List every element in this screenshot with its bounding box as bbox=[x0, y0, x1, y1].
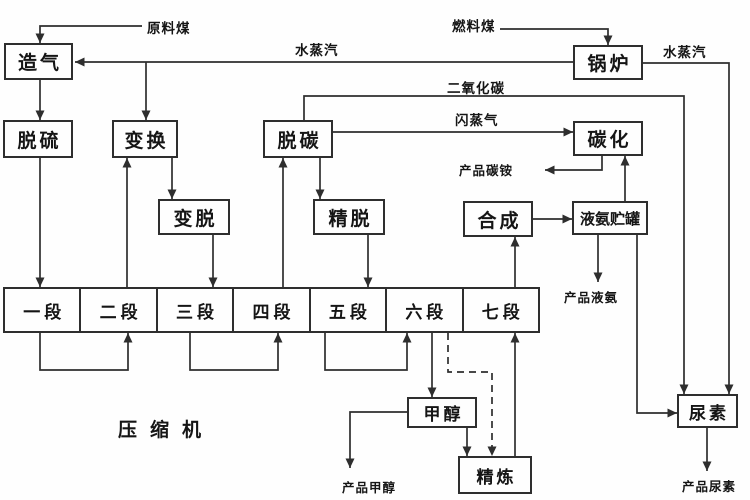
line-stage6-bypass-to-refining bbox=[447, 333, 497, 456]
line-carbonization-to-product-carb bbox=[545, 156, 603, 175]
stream-label-carbon-dioxide: 二氧化碳 bbox=[447, 81, 505, 97]
compressor-stages-row: 一段 二段 三段 四段 五段 六段 七段 bbox=[3, 287, 540, 333]
stream-label-product-urea: 产品尿素 bbox=[682, 479, 737, 494]
gasifier-box: 造气 bbox=[4, 43, 73, 80]
liquid-ammonia-tank-box: 液氨贮罐 bbox=[572, 201, 648, 235]
methanol-box: 甲醇 bbox=[407, 397, 477, 428]
stream-label-steam-left: 水蒸汽 bbox=[295, 43, 339, 59]
stream-label-product-methanol: 产品甲醇 bbox=[342, 480, 397, 495]
loop-stage3-to-stage4 bbox=[189, 333, 283, 371]
compressor-stage-3: 三段 bbox=[155, 289, 232, 331]
compressor-stage-7: 七段 bbox=[461, 289, 538, 331]
line-boiler-steam-to-urea bbox=[643, 62, 734, 394]
carbonization-box: 碳化 bbox=[573, 121, 643, 156]
synthesis-box: 合成 bbox=[463, 201, 533, 237]
compressor-stage-6: 六段 bbox=[385, 289, 461, 331]
compressor-stage-2: 二段 bbox=[79, 289, 155, 331]
shift-gas-desulfurization-box: 变脱 bbox=[158, 199, 230, 235]
decarbonization-box: 脱碳 bbox=[263, 120, 333, 158]
compressor-stage-5: 五段 bbox=[308, 289, 385, 331]
line-fuel-coal-to-boiler bbox=[500, 28, 613, 45]
loop-stage1-to-stage2 bbox=[39, 333, 133, 371]
stream-label-fuel-coal: 燃料煤 bbox=[452, 19, 496, 35]
stream-label-product-ammonium-bicarbonate: 产品碳铵 bbox=[459, 163, 514, 178]
line-co2-to-urea bbox=[303, 95, 689, 394]
shift-conversion-box: 变换 bbox=[112, 120, 178, 158]
desulfurization-box: 脱硫 bbox=[3, 120, 73, 158]
boiler-box: 锅炉 bbox=[573, 45, 643, 80]
urea-box: 尿素 bbox=[677, 394, 738, 428]
compressor-stage-4: 四段 bbox=[232, 289, 308, 331]
stream-label-steam-right: 水蒸汽 bbox=[663, 45, 707, 61]
stream-label-flash-gas: 闪蒸气 bbox=[455, 113, 499, 129]
refining-box: 精炼 bbox=[458, 456, 532, 494]
line-nh3tank-to-urea bbox=[636, 235, 677, 418]
compressor-label: 压缩机 bbox=[118, 419, 215, 441]
line-raw-coal-to-gasifier bbox=[35, 25, 142, 43]
compressor-stage-1: 一段 bbox=[23, 302, 66, 323]
stream-label-product-liquid-ammonia: 产品液氨 bbox=[564, 290, 619, 305]
stream-label-raw-coal: 原料煤 bbox=[147, 21, 191, 37]
fine-desulfurization-box: 精脱 bbox=[313, 199, 385, 235]
line-methanol-to-product-meoh bbox=[345, 411, 407, 468]
loop-stage5-to-stage6 bbox=[324, 333, 412, 371]
